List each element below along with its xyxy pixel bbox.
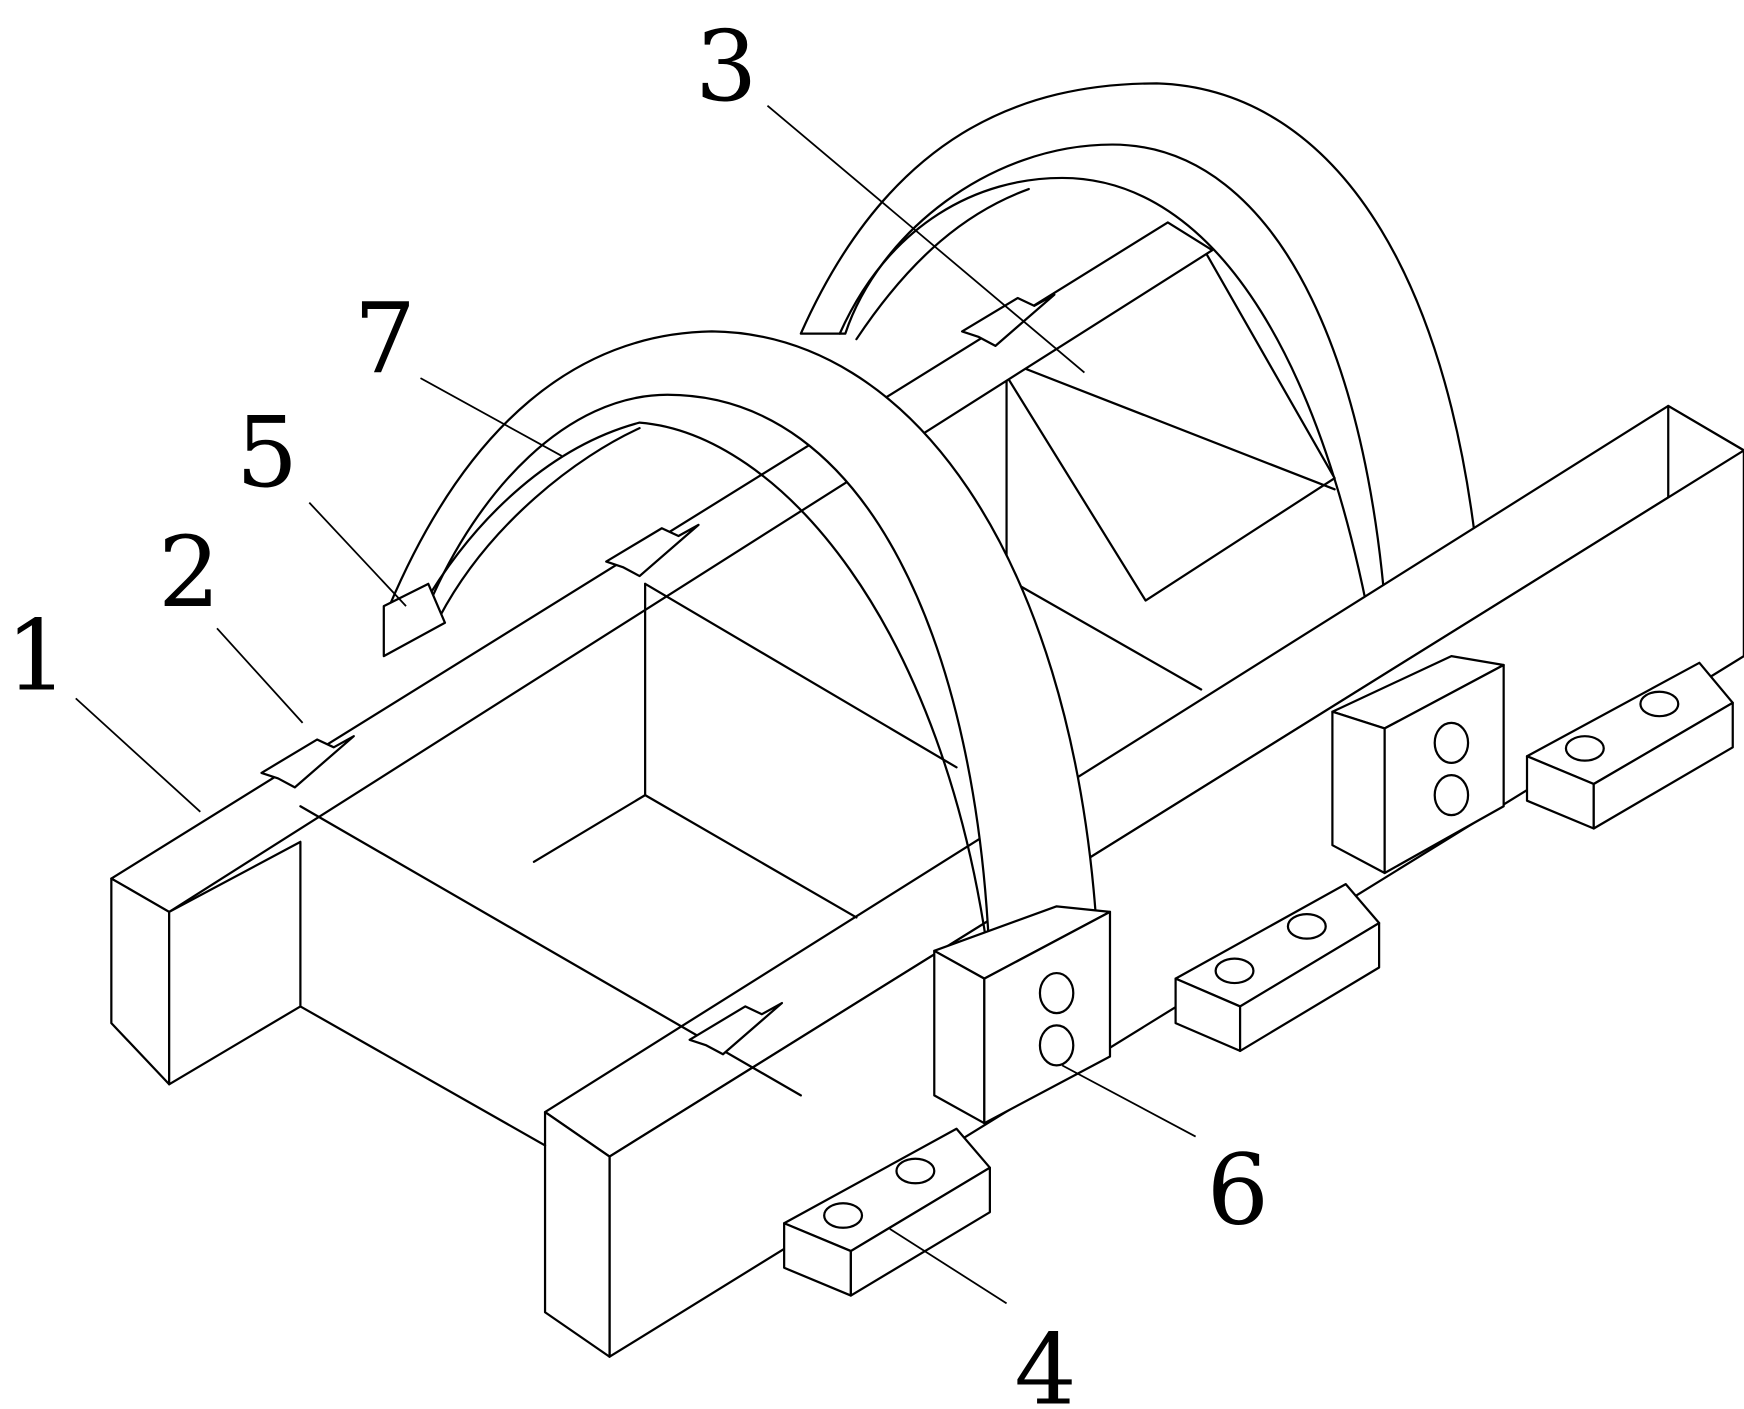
label-part-7: 7 (354, 283, 416, 397)
end-block-5 (384, 584, 445, 656)
label-part-6: 6 (1207, 1133, 1269, 1247)
label-part-5: 5 (236, 396, 298, 510)
label-part-3: 3 (695, 10, 757, 124)
label-part-4: 4 (1014, 1313, 1076, 1409)
label-part-2: 2 (158, 516, 220, 630)
label-part-1: 1 (6, 599, 68, 713)
